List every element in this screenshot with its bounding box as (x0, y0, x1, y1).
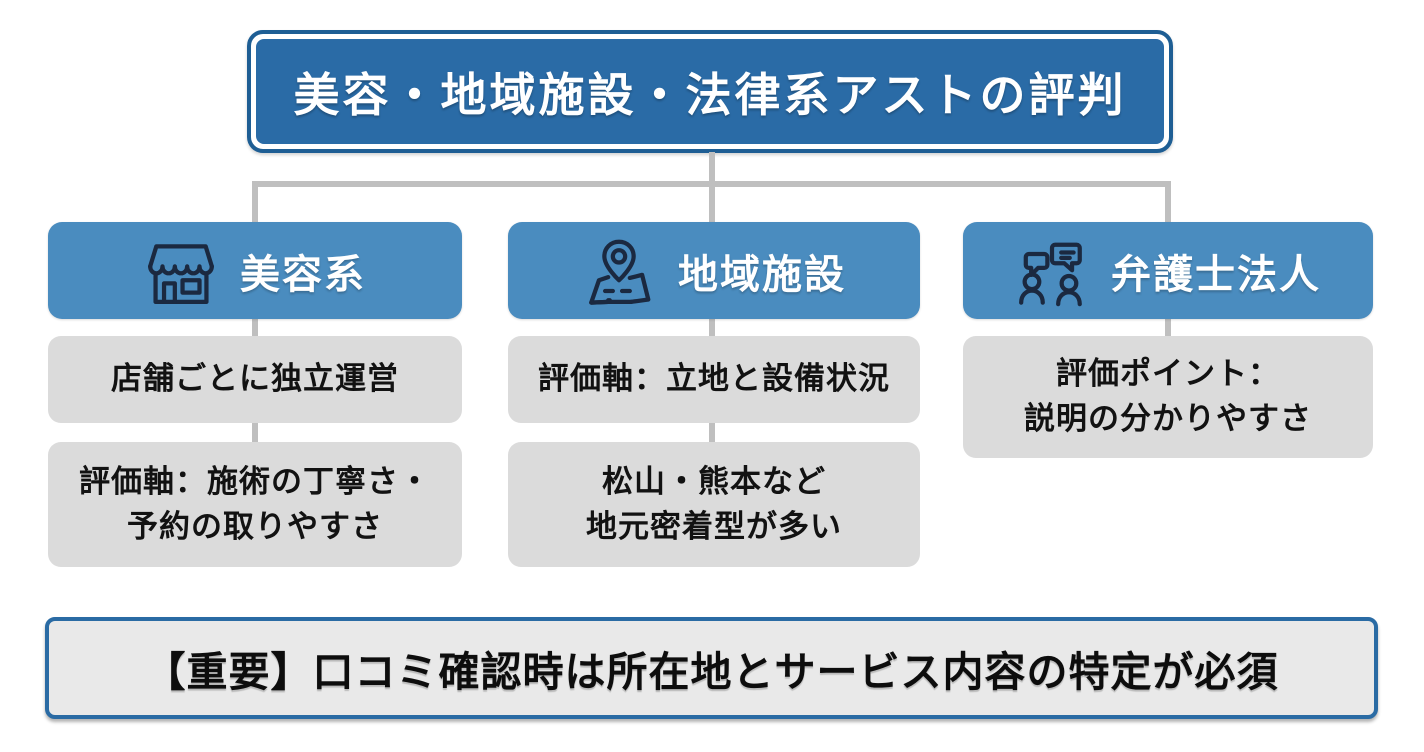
title-box-inner: 美容・地域施設・法律系アストの評判 (256, 39, 1164, 144)
connector-title-stub (709, 152, 715, 183)
info-box-regional-2: 松山・熊本など 地元密着型が多い (508, 442, 920, 567)
page-title: 美容・地域施設・法律系アストの評判 (293, 68, 1127, 121)
connector-drop-left (252, 181, 258, 222)
info-box-lawyer-1: 評価ポイント： 説明の分かりやすさ (963, 336, 1373, 458)
category-header-beauty: 美容系 (48, 222, 462, 319)
category-label: 弁護士法人 (1111, 252, 1321, 297)
connector-col2-stub2 (709, 422, 715, 442)
people-chat-icon (1015, 234, 1089, 308)
category-header-regional: 地域施設 (508, 222, 920, 319)
connector-drop-middle (709, 181, 715, 222)
category-label: 地域施設 (678, 252, 846, 297)
info-box-beauty-1: 店舗ごとに独立運営 (48, 336, 462, 423)
info-box-beauty-2: 評価軸：施術の丁寧さ・ 予約の取りやすさ (48, 442, 462, 567)
map-pin-icon (582, 234, 656, 308)
category-header-lawyer: 弁護士法人 (963, 222, 1373, 319)
connector-col1-stub1 (252, 318, 258, 337)
connector-drop-right (1165, 181, 1171, 222)
connector-col3-stub1 (1165, 318, 1171, 336)
connector-col1-stub2 (252, 422, 258, 442)
footer-banner: 【重要】口コミ確認時は所在地とサービス内容の特定が必須 (45, 617, 1378, 719)
category-label: 美容系 (240, 252, 366, 297)
info-box-regional-1: 評価軸：立地と設備状況 (508, 336, 920, 423)
title-box: 美容・地域施設・法律系アストの評判 (247, 30, 1173, 153)
footer-text: 【重要】口コミ確認時は所在地とサービス内容の特定が必須 (144, 649, 1279, 695)
connector-col2-stub1 (709, 318, 715, 337)
storefront-icon (144, 234, 218, 308)
